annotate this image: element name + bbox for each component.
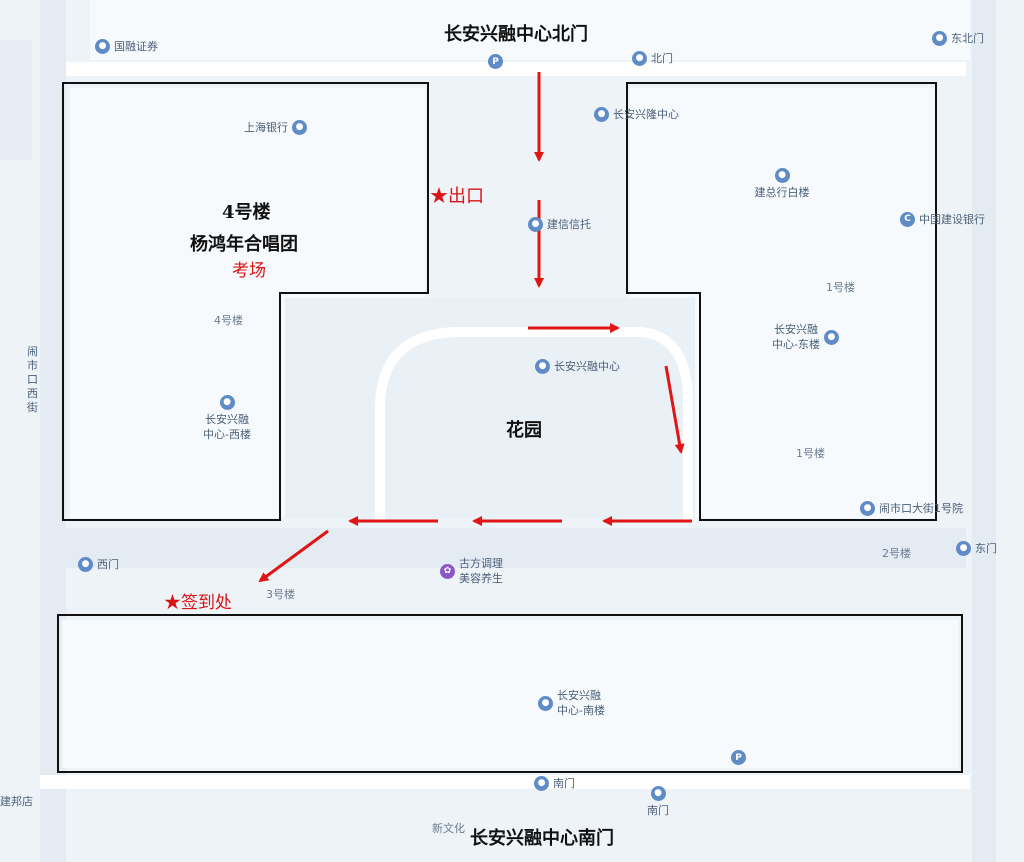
poi-jianzong-label: 建总行白楼 xyxy=(754,186,810,199)
parking-icon: P xyxy=(488,54,503,69)
poi-east-text: 长安兴融中心-东楼 xyxy=(772,322,820,352)
location-pin-icon: ● xyxy=(594,106,609,122)
poi-guorong[interactable]: ● 国融证券 xyxy=(95,38,158,54)
poi-nanmen-2[interactable]: ● 南门 xyxy=(640,786,676,818)
poi-nanmen2-label: 南门 xyxy=(647,804,669,817)
garden-path xyxy=(375,327,693,520)
poi-parking-south[interactable]: P xyxy=(731,750,746,765)
poi-south-line1: 长安兴融 xyxy=(557,689,601,702)
poi-south-line2: 中心-南楼 xyxy=(557,704,605,717)
location-pin-icon: ● xyxy=(538,695,553,711)
route-arrow-4 xyxy=(664,365,685,454)
store-jian: 建邦店 xyxy=(0,795,33,808)
poi-jianxin-label: 建信信托 xyxy=(547,218,591,231)
poi-parking-north[interactable]: P xyxy=(488,54,503,69)
location-pin-icon: ● xyxy=(860,500,875,516)
south-building-outline xyxy=(57,614,963,773)
poi-shanghai-bank[interactable]: 上海银行 ● xyxy=(244,119,307,135)
poi-ccb-label: 中国建设银行 xyxy=(919,213,985,226)
west-parking xyxy=(0,40,32,160)
poi-beimen[interactable]: ● 北门 xyxy=(632,50,673,66)
exit-label: ★出口 xyxy=(430,186,484,207)
poi-nanmen[interactable]: ● 南门 xyxy=(534,775,575,791)
poi-guyuan[interactable]: ✿古方调理美容养生 xyxy=(440,556,503,586)
poi-east-line1: 长安兴融 xyxy=(773,323,818,336)
poi-dongmen-label: 东门 xyxy=(975,542,997,555)
choir-name: 杨鸿年合唱团 xyxy=(190,234,298,255)
garden-label: 花园 xyxy=(506,420,542,441)
poi-east-line2: 中心-东楼 xyxy=(772,338,820,351)
location-pin-icon: ● xyxy=(95,38,110,54)
south-building-area xyxy=(62,620,958,768)
route-arrow-8 xyxy=(258,529,329,583)
building-name-1b: 1号楼 xyxy=(796,447,825,460)
location-pin-icon: ● xyxy=(823,329,839,345)
location-pin-icon: ● xyxy=(78,556,93,572)
poi-dongmen[interactable]: ● 东门 xyxy=(956,540,997,556)
poi-guyuan-line1: 古方调理 xyxy=(459,557,503,570)
poi-naoshikou[interactable]: ● 闹市口大街1号院 xyxy=(860,500,963,516)
building-4-outline xyxy=(62,82,429,521)
location-pin-icon: ● xyxy=(632,50,647,66)
building-4-title: 4号楼 xyxy=(222,202,271,223)
poi-shanghai-bank-label: 上海银行 xyxy=(244,121,288,134)
checkin-label: ★签到处 xyxy=(164,593,232,613)
location-pin-icon: ● xyxy=(650,786,666,801)
building-name-3: 3号楼 xyxy=(266,588,295,601)
location-pin-icon: ● xyxy=(932,30,947,46)
building-name-4: 4号楼 xyxy=(214,314,243,327)
spa-icon: ✿ xyxy=(440,563,455,579)
poi-ximen-label: 西门 xyxy=(97,558,119,571)
poi-jianxin[interactable]: ● 建信信托 xyxy=(528,216,591,232)
bank-icon: C xyxy=(900,211,915,227)
location-pin-icon: ● xyxy=(528,216,543,232)
location-pin-icon: ● xyxy=(774,168,790,183)
location-pin-icon: ● xyxy=(956,540,971,556)
poi-south-building[interactable]: ●长安兴融中心-南楼 xyxy=(538,688,605,718)
south-gate-title: 长安兴融中心南门 xyxy=(470,828,614,849)
poi-dongbeimen[interactable]: ● 东北门 xyxy=(932,30,984,46)
east-street xyxy=(972,0,996,862)
poi-xingrong-center[interactable]: ● 长安兴融中心 xyxy=(535,358,620,374)
north-road xyxy=(66,62,966,76)
poi-xingrong-center-label: 长安兴融中心 xyxy=(554,360,620,373)
street-west-label: 闹市口西街 xyxy=(27,345,38,414)
building-name-2: 2号楼 xyxy=(882,547,911,560)
poi-xinglong[interactable]: ● 长安兴隆中心 xyxy=(594,106,679,122)
poi-beimen-label: 北门 xyxy=(651,52,673,65)
poi-ximen[interactable]: ● 西门 xyxy=(78,556,119,572)
poi-south-text: 长安兴融中心-南楼 xyxy=(557,688,605,718)
poi-naoshikou-label: 闹市口大街1号院 xyxy=(879,502,963,515)
poi-east-building[interactable]: 长安兴融中心-东楼● xyxy=(772,322,839,352)
exam-room-label: 考场 xyxy=(232,261,266,281)
building-name-1a: 1号楼 xyxy=(826,281,855,294)
street-xinwen: 新文化 xyxy=(432,822,465,835)
location-pin-icon: ● xyxy=(292,119,307,135)
west-street xyxy=(40,0,66,862)
location-pin-icon: ● xyxy=(534,775,549,791)
poi-ccb[interactable]: C 中国建设银行 xyxy=(900,211,985,227)
poi-nanmen-label: 南门 xyxy=(553,777,575,790)
south-road xyxy=(40,775,970,789)
location-pin-icon: ● xyxy=(219,395,235,410)
location-pin-icon: ● xyxy=(535,358,550,374)
poi-jianzong[interactable]: ● 建总行白楼 xyxy=(742,168,822,200)
building-1-outline xyxy=(626,82,937,521)
poi-dongbeimen-label: 东北门 xyxy=(951,32,984,45)
poi-west-building[interactable]: ● 长安兴融中心-西楼 xyxy=(192,395,262,442)
poi-guorong-label: 国融证券 xyxy=(114,40,158,53)
north-gate-title: 长安兴融中心北门 xyxy=(444,24,588,45)
poi-xinglong-label: 长安兴隆中心 xyxy=(613,108,679,121)
middle-road xyxy=(66,528,966,568)
north-block xyxy=(90,0,970,60)
poi-guyuan-text: 古方调理美容养生 xyxy=(459,556,503,586)
parking-icon: P xyxy=(731,750,746,765)
poi-west-line2: 中心-西楼 xyxy=(203,428,251,441)
poi-guyuan-line2: 美容养生 xyxy=(459,572,503,585)
poi-west-line1: 长安兴融 xyxy=(205,413,249,426)
